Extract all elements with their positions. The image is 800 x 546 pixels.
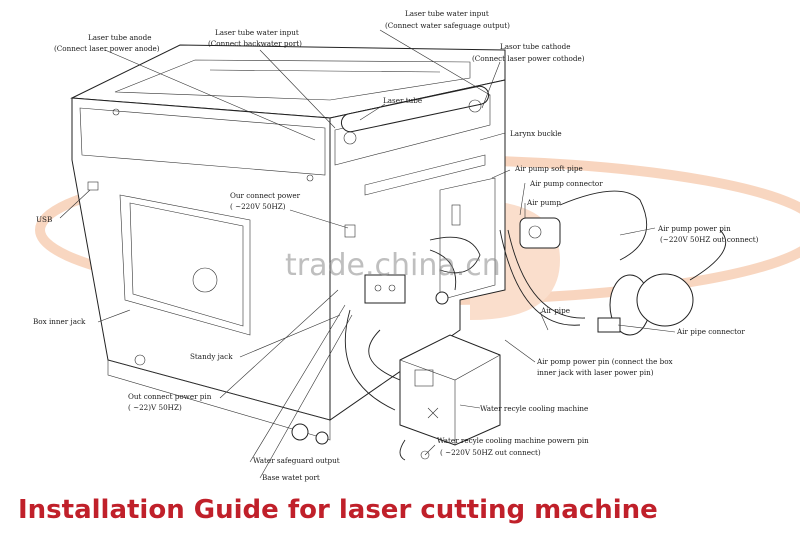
leader-lines bbox=[59, 29, 676, 479]
label-safeguard: Water safeguard output bbox=[253, 456, 340, 465]
labels: Laser tube anode (Connect laser power an… bbox=[33, 9, 759, 482]
label-pump-power-pin2-sub: inner jack with laser power pin) bbox=[537, 368, 654, 377]
air-pump-unit bbox=[499, 190, 727, 336]
label-tube-anode-sub: (Connect laser power anode) bbox=[54, 44, 160, 53]
label-pump-power-pin2: Air pomp power pin (connect the box bbox=[536, 357, 673, 366]
label-base-port: Base watet port bbox=[262, 473, 320, 482]
page-title: Installation Guide for laser cutting mac… bbox=[18, 495, 658, 525]
label-out-power-sub: ( ~22)V 50HZ) bbox=[128, 403, 182, 412]
laser-machine bbox=[70, 44, 506, 445]
label-laser-tube: Laser tube bbox=[383, 96, 422, 105]
label-standy-jack: Standy jack bbox=[190, 352, 233, 361]
label-our-power: Our connect power bbox=[230, 191, 301, 200]
label-cathode-sub: (Connect laser power cothode) bbox=[472, 54, 585, 63]
label-air-pump: Air pump bbox=[526, 198, 561, 207]
water-cooler bbox=[344, 309, 501, 461]
watermark-text: trade.china.cn bbox=[285, 248, 501, 283]
label-water-input2-sub: (Connect water safeguage output) bbox=[385, 21, 510, 30]
label-water-input: Laser tube water input bbox=[215, 28, 299, 37]
label-cooling-pin: Water recyle cooling machine powern pin bbox=[437, 436, 589, 445]
label-cooling-pin-sub: ( ~220V 50HZ out connect) bbox=[440, 448, 541, 457]
label-tube-anode: Laser tube anode bbox=[88, 33, 151, 42]
label-pump-power-pin: Air pump power pin bbox=[657, 224, 731, 233]
label-water-input-sub: (Connect backwater port) bbox=[208, 39, 302, 48]
label-box-jack: Box inner jack bbox=[33, 317, 86, 326]
label-air-pipe: Air pipe bbox=[540, 306, 570, 315]
label-pump-power-pin-sub: (~220V 50HZ out connect) bbox=[660, 235, 759, 244]
label-cathode: Lasor tube cathode bbox=[500, 42, 570, 51]
label-cooling: Water recyle cooling machine bbox=[480, 404, 588, 413]
label-out-power: Out connect power pin bbox=[128, 392, 212, 401]
label-air-pump-conn: Air pump connector bbox=[529, 179, 603, 188]
label-water-input2: Laser tube water input bbox=[405, 9, 489, 18]
label-larynx: Larynx buckle bbox=[510, 129, 562, 138]
label-our-power-sub: ( ~220V 50HZ) bbox=[230, 202, 286, 211]
label-air-pipe-connector: Air pipe connector bbox=[676, 327, 745, 336]
label-usb: USB bbox=[36, 215, 52, 224]
label-air-pipe-soft: Air pump soft pipe bbox=[514, 164, 583, 173]
